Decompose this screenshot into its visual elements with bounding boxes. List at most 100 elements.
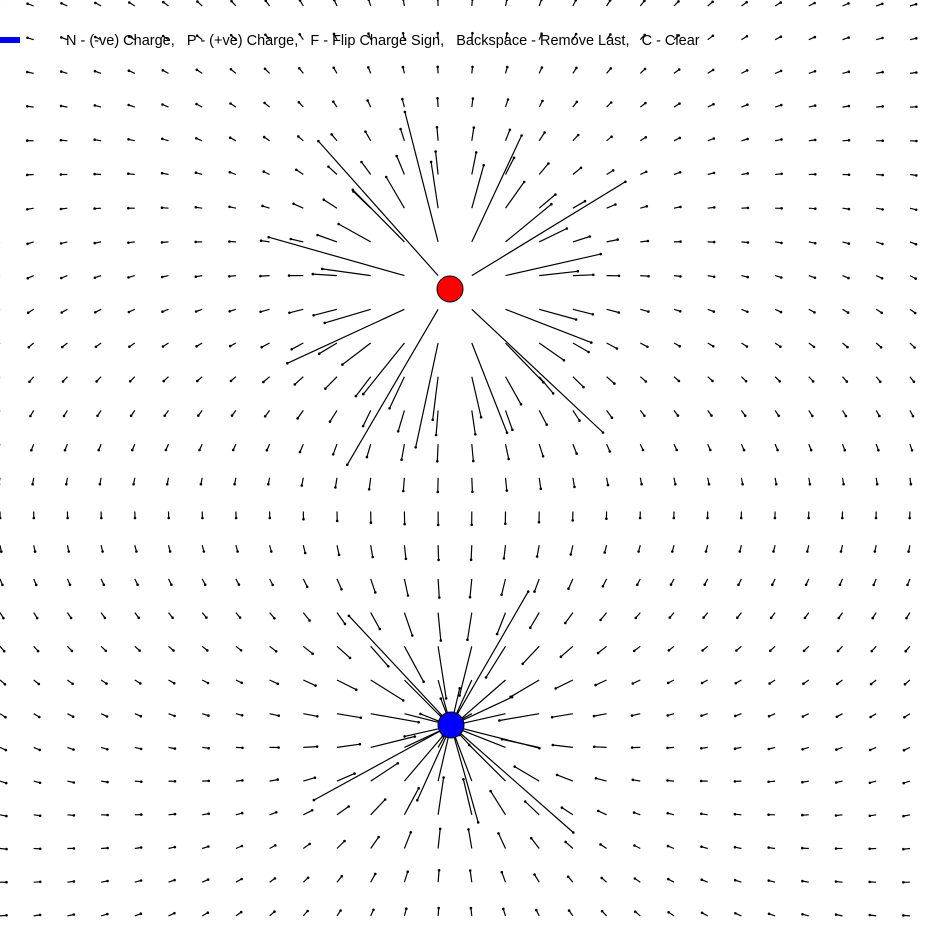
field-vector-tip: [233, 482, 236, 486]
field-vector-tip: [377, 835, 380, 839]
field-vector: [404, 111, 439, 243]
field-vector: [536, 545, 540, 557]
field-vector-tip: [599, 843, 602, 846]
field-vector-tip: [489, 789, 492, 793]
field-vector-tip: [93, 35, 97, 39]
field-vector-tip: [230, 0, 233, 3]
field-vector: [403, 545, 407, 559]
field-vector-tip: [643, 67, 647, 71]
field-vector-tip: [803, 616, 807, 620]
field-vector-tip: [915, 71, 918, 74]
field-vector-tip: [565, 227, 569, 230]
field-vector-tip: [914, 2, 918, 6]
field-vector-tip: [472, 459, 475, 463]
field-vector-tip: [296, 417, 299, 420]
field-vector-tip: [161, 137, 164, 141]
field-vector-tip: [230, 414, 234, 417]
field-vector-tip: [640, 482, 643, 486]
field-vector-tip: [26, 311, 30, 315]
field-vector-tip: [93, 138, 96, 141]
field-vector-tip: [196, 379, 199, 383]
field-vector-tip: [700, 911, 704, 915]
field-vector-tip: [127, 206, 130, 210]
field-vector-tip: [834, 913, 838, 916]
field-vector-tip: [467, 828, 470, 831]
field-vector-tip: [733, 747, 737, 750]
field-vector-tip: [25, 173, 29, 177]
field-vector-tip: [439, 639, 443, 642]
field-vector: [538, 443, 544, 457]
field-vector-tip: [297, 101, 301, 104]
field-vector: [561, 807, 574, 816]
field-vector-tip: [574, 318, 578, 321]
field-vector-tip: [881, 70, 884, 74]
field-vector-tip: [778, 380, 781, 383]
field-vector-tip: [779, 310, 783, 314]
field-vector-tip: [38, 748, 41, 752]
field-vector-tip: [768, 682, 771, 685]
field-vector-tip: [666, 681, 670, 685]
field-vector: [302, 578, 308, 588]
field-vector: [366, 443, 372, 458]
field-vector-tip: [841, 516, 844, 520]
field-vector: [303, 809, 313, 816]
field-vector-tip: [700, 747, 703, 750]
field-vector-tip: [388, 407, 391, 410]
field-vector-tip: [59, 70, 63, 73]
field-vector-tip: [93, 207, 96, 210]
field-vector-tip: [735, 649, 738, 652]
field-vector-tip: [599, 618, 602, 622]
field-vector: [352, 189, 405, 243]
field-vector-tip: [469, 906, 473, 910]
field-vector-tip: [583, 199, 587, 203]
field-vector-tip: [915, 174, 918, 177]
field-vector-tip: [505, 32, 509, 35]
field-vector-tip: [807, 516, 810, 520]
field-vector: [336, 806, 350, 816]
field-vector-tip: [314, 684, 317, 687]
field-vector-tip: [596, 651, 600, 655]
field-vector: [435, 151, 439, 175]
field-vector-tip: [868, 847, 871, 851]
field-vector-tip: [644, 136, 648, 139]
negative-charge[interactable]: [437, 711, 465, 739]
field-vector-tip: [361, 424, 365, 428]
field-vector-tip: [903, 682, 907, 686]
field-vector-tip: [384, 175, 388, 179]
field-vector-tip: [679, 205, 682, 209]
field-vector-tip: [575, 66, 578, 70]
field-vector-tip: [351, 188, 355, 192]
field-vector: [567, 578, 574, 589]
field-vector-tip: [870, 649, 874, 653]
field-vector-tip: [709, 448, 712, 452]
field-vector: [362, 342, 405, 395]
field-vector-tip: [529, 626, 532, 629]
field-vector-tip: [367, 488, 371, 491]
field-vector-tip: [340, 588, 343, 591]
field-vector-tip: [902, 781, 905, 785]
field-vector: [436, 444, 439, 462]
field-vector-tip: [632, 811, 636, 814]
positive-charge[interactable]: [436, 275, 464, 303]
field-vector: [496, 612, 507, 635]
field-vector-tip: [846, 345, 849, 349]
field-vector-tip: [574, 0, 578, 2]
field-vector-tip: [312, 314, 315, 317]
field-vector-tip: [411, 634, 414, 637]
field-vector-tip: [592, 273, 595, 277]
field-vector-tip: [575, 452, 578, 455]
field-vector-tip: [541, 455, 545, 458]
help-remove-last: Backspace - Remove Last,: [456, 33, 630, 49]
field-vector-tip: [779, 1, 782, 4]
field-vector-tip: [746, 310, 749, 314]
field-vector-tip: [194, 206, 198, 209]
field-vector: [597, 645, 607, 654]
field-vector-tip: [353, 772, 356, 775]
field-vector-tip: [439, 697, 443, 700]
field-vector-tip: [512, 156, 516, 160]
field-vector-tip: [1, 583, 4, 587]
field-vector: [572, 274, 594, 277]
field-vector-tip: [228, 170, 232, 174]
field-vector-tip: [298, 67, 301, 70]
